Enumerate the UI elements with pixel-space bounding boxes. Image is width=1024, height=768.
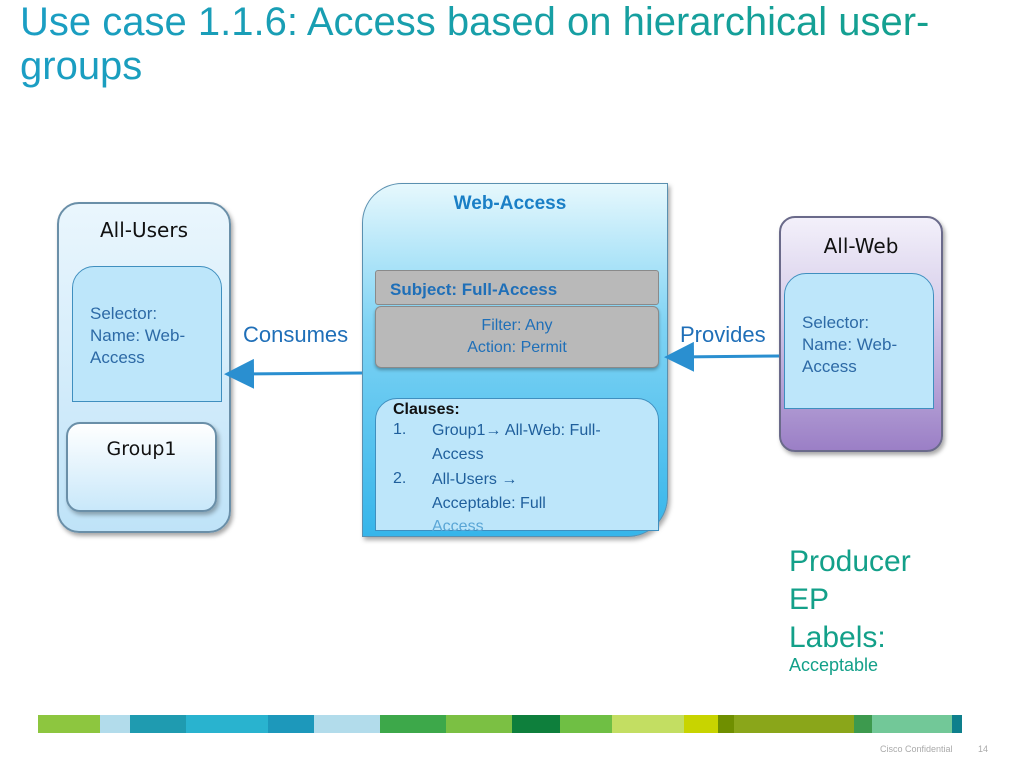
clause1-line2: Access (432, 446, 484, 463)
provides-arrow (664, 341, 780, 372)
strip-segment (684, 715, 718, 733)
filter-box: Filter: Any Action: Permit (375, 306, 659, 368)
provides-label: Provides (680, 322, 766, 347)
consumes-label: Consumes (243, 322, 349, 347)
subject-bar: Subject: Full-Access (375, 270, 659, 305)
clauses-box: Clauses: 1. Group1→ All-Web: Full- Acces… (375, 398, 659, 535)
strip-segment (380, 715, 446, 733)
strip-segment (612, 715, 684, 733)
clause1-line1: Group1→ All-Web: Full- (432, 422, 601, 439)
strip-segment (872, 715, 952, 733)
strip-segment (100, 715, 130, 733)
page-number: 14 (978, 744, 989, 754)
all-web-selector-box: Selector: Name: Web- Access (784, 273, 934, 409)
strip-segment (268, 715, 314, 733)
strip-segment (186, 715, 268, 733)
strip-segment (734, 715, 854, 733)
slide-title: Use case 1.1.6: Access based on hierarch… (20, 0, 1010, 88)
action-label: Action: Permit (467, 339, 567, 356)
group1-label: Group1 (106, 438, 177, 460)
producer-line3: Labels: (789, 621, 886, 654)
all-web-title: All-Web (823, 234, 899, 258)
all-users-title: All-Users (99, 218, 189, 242)
all-users-selector-box: Selector: Name: Web- Access (72, 266, 222, 402)
clauses-heading: Clauses: (393, 401, 460, 418)
clause1-number: 1. (393, 421, 407, 438)
producer-line1: Producer (789, 545, 911, 578)
producer-line2: EP (789, 583, 830, 616)
web-access-title: Web-Access (453, 193, 567, 214)
strip-segment (560, 715, 612, 733)
strip-segment (130, 715, 186, 733)
clause2-line2: Acceptable: Full (432, 495, 546, 512)
group1-box: Group1 (66, 422, 217, 512)
strip-segment (512, 715, 560, 733)
strip-segment (314, 715, 380, 733)
producer-labels: Producer EP Labels: (789, 543, 911, 657)
confidential-label: Cisco Confidential (880, 744, 953, 754)
all-users-selector-text: Selector: Name: Web- Access (90, 304, 186, 367)
clause2-line3: Access (432, 518, 484, 535)
producer-value: Acceptable (789, 655, 879, 675)
all-web-selector-text: Selector: Name: Web- Access (802, 313, 898, 376)
consumes-arrow (224, 358, 363, 389)
strip-segment (38, 715, 100, 733)
filter-label: Filter: Any (481, 317, 553, 334)
color-strip (38, 715, 962, 733)
clause2-number: 2. (393, 470, 407, 487)
strip-segment (446, 715, 512, 733)
strip-segment (952, 715, 962, 733)
clause2-line1: All-Users → (432, 471, 518, 488)
subject-label: Subject: Full-Access (390, 280, 558, 299)
strip-segment (854, 715, 872, 733)
strip-segment (718, 715, 734, 733)
